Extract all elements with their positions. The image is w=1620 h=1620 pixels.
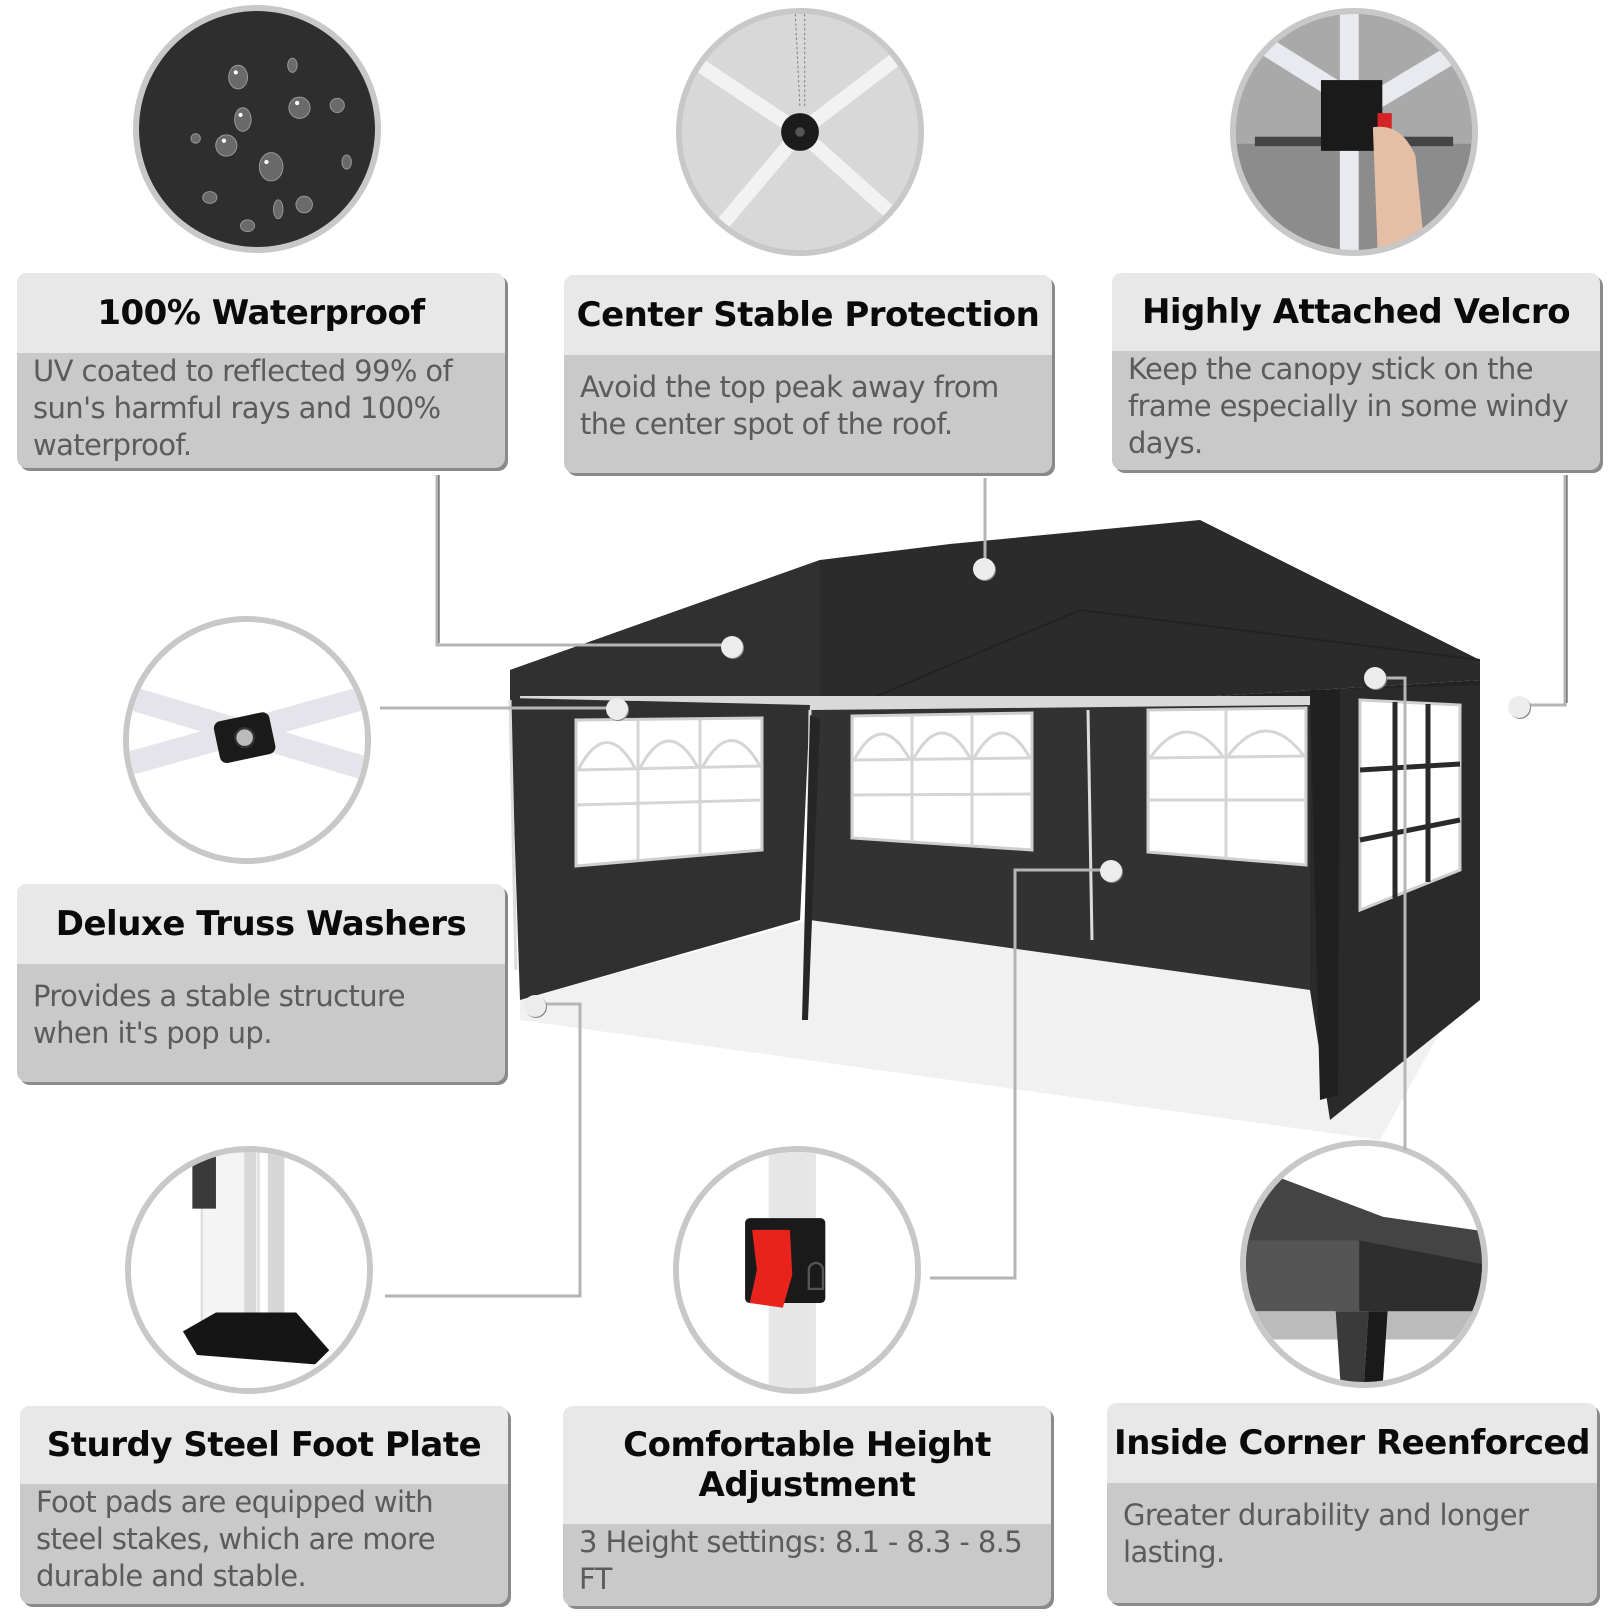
callout-dot-foot-plate [524,995,546,1017]
feature-description: Provides a stable structure when it's po… [33,979,406,1050]
velcro-detail-image [1230,8,1478,256]
feature-card-velcro: Highly Attached Velcro Keep the canopy s… [1112,273,1600,470]
water-droplets-icon [139,11,375,247]
tent-icon [508,520,1481,1140]
feature-title: Center Stable Protection [564,275,1052,355]
push-button-lock-icon [679,1152,915,1388]
feature-title: Comfortable Height Adjustment [563,1406,1051,1524]
inside-corner-detail-image [1240,1140,1488,1388]
canopy-corner-icon [1246,1146,1482,1382]
truss-washer-icon [129,622,365,858]
feature-card-center-stable: Center Stable Protection Avoid the top p… [564,275,1052,473]
feature-description: Keep the canopy stick on the frame espec… [1128,352,1569,460]
feature-description: 3 Height settings: 8.1 - 8.3 - 8.5 FT [579,1525,1023,1596]
callout-dot-center-stable [973,558,995,580]
foot-plate-icon [131,1152,367,1388]
feature-card-foot-plate: Sturdy Steel Foot Plate Foot pads are eq… [20,1406,508,1604]
feature-card-height-adjust: Comfortable Height Adjustment 3 Height s… [563,1406,1051,1606]
height-adjust-detail-image [673,1146,921,1394]
callout-dot-height-adjust [1100,860,1122,882]
canopy-tent-illustration [480,520,1540,1140]
foot-plate-detail-image [125,1146,373,1394]
corner-bracket-icon [1236,14,1472,250]
feature-card-truss-washers: Deluxe Truss Washers Provides a stable s… [17,884,505,1082]
feature-description: Avoid the top peak away from the center … [580,370,999,441]
feature-card-waterproof: 100% Waterproof UV coated to reflected 9… [17,273,505,468]
callout-dot-inside-corner [1364,667,1386,689]
feature-title: 100% Waterproof [17,273,505,353]
feature-description: Foot pads are equipped with steel stakes… [36,1485,436,1593]
feature-title: Deluxe Truss Washers [17,884,505,964]
waterproof-detail-image [133,5,381,253]
feature-title: Sturdy Steel Foot Plate [20,1406,508,1484]
center-hub-detail-image [676,8,924,256]
feature-title: Highly Attached Velcro [1112,273,1600,351]
feature-title: Inside Corner Reenforced [1107,1403,1597,1483]
feature-card-inside-corner: Inside Corner Reenforced Greater durabil… [1107,1403,1597,1603]
callout-dot-velcro [1508,696,1530,718]
feature-description: UV coated to reflected 99% of sun's harm… [33,354,453,462]
feature-description: Greater durability and longer lasting. [1123,1498,1529,1569]
callout-dot-truss-washers [606,698,628,720]
canopy-hub-icon [682,14,918,250]
truss-washer-detail-image [123,616,371,864]
callout-dot-waterproof [721,636,743,658]
